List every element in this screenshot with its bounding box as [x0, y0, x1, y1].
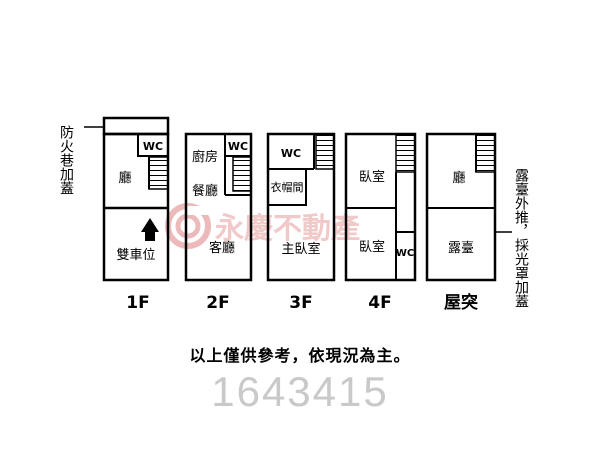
- floor-4f: 臥室 臥室 WC 4F: [344, 132, 417, 313]
- staircase-icon: [315, 134, 335, 170]
- floor-label: 1F: [126, 293, 149, 313]
- double-parking-label: 雙車位: [116, 248, 155, 263]
- staircase-icon: [475, 134, 496, 173]
- floor-label: 屋突: [444, 292, 478, 313]
- closet-label: 衣帽間: [271, 180, 304, 194]
- bedroom-label: 臥室: [359, 239, 385, 255]
- bedroom-label: 臥室: [359, 169, 385, 185]
- floor-3f: WC 衣帽間 主臥室 3F: [266, 132, 336, 313]
- floor-label: 3F: [289, 293, 312, 313]
- dining-label: 餐廳: [192, 183, 218, 199]
- master-bedroom-label: 主臥室: [281, 241, 320, 257]
- staircase-icon: [395, 134, 416, 173]
- hall-label: 廳: [452, 170, 465, 186]
- floor-1f: WC 廳 雙車位 1F: [102, 116, 170, 313]
- staircase-icon: [232, 156, 252, 192]
- wc-label: WC: [228, 140, 248, 153]
- watermark-brand: 永慶不動產: [215, 211, 360, 245]
- terrace-label: 露臺: [448, 241, 474, 256]
- watermark: 永慶不動產: [165, 203, 360, 249]
- floor-label: 2F: [206, 293, 229, 313]
- floor-roof: 廳 露臺 屋突: [425, 132, 497, 313]
- left-side-note: 防火巷加蓋: [58, 125, 104, 195]
- reference-number: 1643415: [211, 368, 389, 415]
- living-label: 客廳: [209, 240, 235, 256]
- floor-plan: 永慶不動產 防火巷加蓋 露臺外推，採光罩加蓋 WC 廳 雙車位 1F WC: [58, 116, 529, 313]
- yungching-spiral-logo-icon: [165, 203, 211, 249]
- fire-lane-extension: [102, 116, 170, 136]
- terrace-note: 露臺外推，採光罩加蓋: [513, 168, 529, 308]
- wc-label: WC: [396, 248, 414, 259]
- right-side-note: 露臺外推，採光罩加蓋: [495, 168, 529, 308]
- fire-lane-note: 防火巷加蓋: [58, 125, 74, 195]
- wc-label: WC: [281, 147, 301, 160]
- wc-label: WC: [143, 140, 163, 153]
- entrance-arrow-icon: [141, 218, 159, 241]
- floor-2f-outline: [184, 132, 253, 282]
- kitchen-label: 廚房: [192, 149, 218, 165]
- floor-label: 4F: [368, 293, 391, 313]
- floor-2f: WC 廚房 餐廳 客廳 2F: [184, 132, 253, 313]
- hall-label: 廳: [118, 170, 131, 186]
- staircase-icon: [148, 156, 169, 190]
- floor-3f-outline: [266, 132, 336, 282]
- disclaimer-note: 以上僅供參考，依現況為主。: [189, 346, 411, 365]
